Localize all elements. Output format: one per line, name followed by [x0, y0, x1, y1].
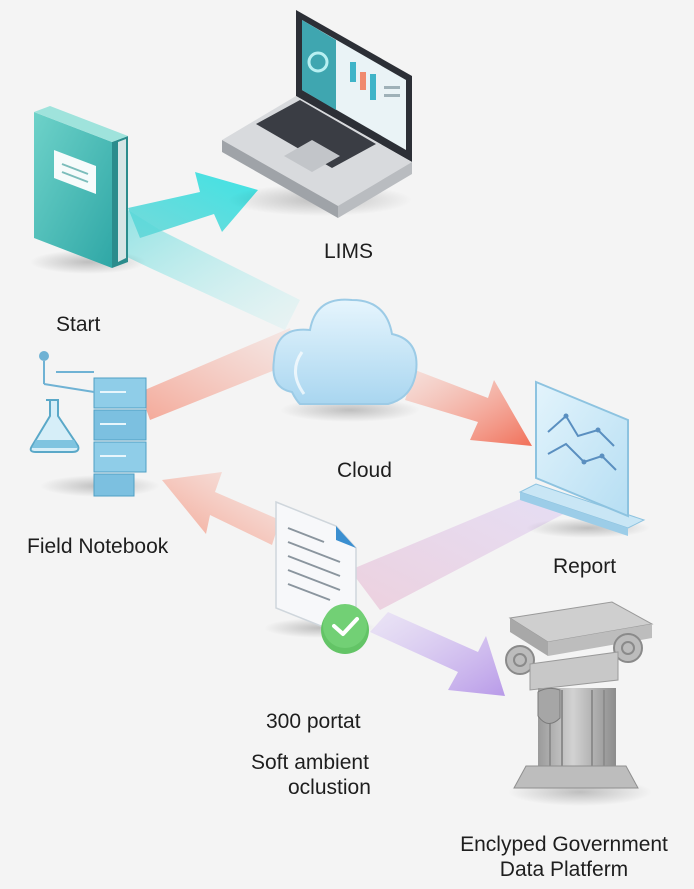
start-label: Start: [56, 313, 101, 336]
document-check-icon: [264, 500, 376, 654]
lavender-flow-band: [350, 495, 575, 610]
document-label-line3: oclustion: [288, 776, 371, 799]
flow-arrows: [108, 172, 575, 696]
report-label: Report: [553, 555, 617, 578]
lavender-arrow-to-platform: [370, 612, 505, 696]
chart-panel-icon: [518, 380, 650, 538]
column-pillar-icon: [505, 601, 654, 806]
cloud-icon: [272, 298, 420, 422]
salmon-arrow-to-field-notebook: [162, 472, 280, 545]
laptop-icon: [222, 10, 412, 218]
teal-arrow-to-lims: [128, 172, 258, 238]
salmon-flow-band: [140, 328, 300, 420]
document-label-line1: 300 portat: [266, 710, 361, 733]
platform-label-line2: Data Platferm: [499, 858, 629, 881]
notebook-icon: [30, 106, 146, 274]
platform-label-line1: Enclyped Government: [460, 833, 668, 856]
lab-server-icon: [29, 351, 160, 497]
teal-flow-band: [108, 205, 300, 330]
salmon-arrow-to-report: [405, 370, 532, 446]
field-notebook-label: Field Notebook: [27, 535, 169, 558]
document-label-line2: Soft ambient: [251, 751, 369, 774]
lims-label: LIMS: [324, 240, 374, 263]
cloud-label: Cloud: [337, 459, 392, 482]
